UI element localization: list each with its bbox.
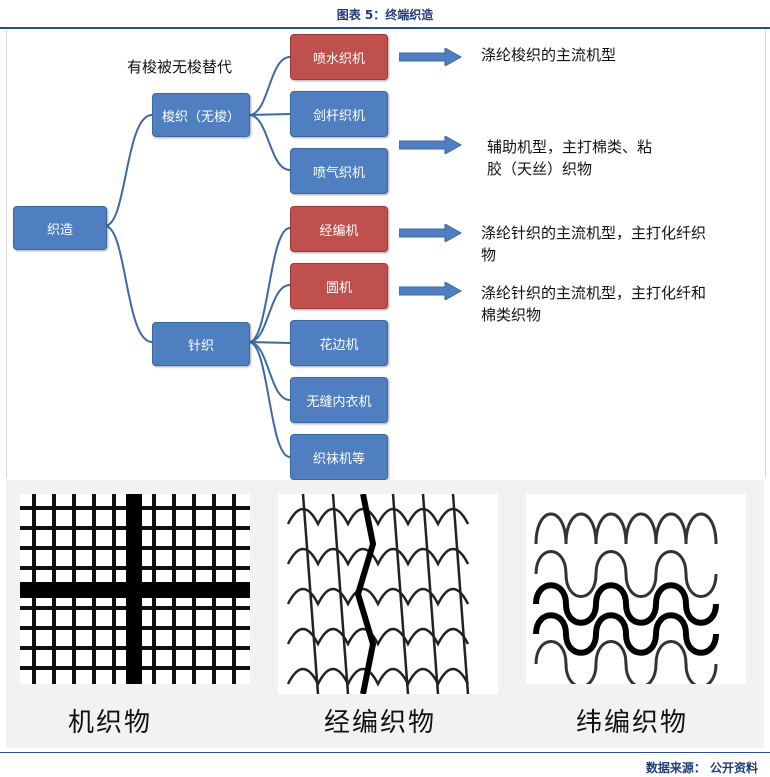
caption-weft-knit-fabric: 纬编织物: [576, 708, 689, 738]
note-circular-line1: 涤纶针织的主流机型，主打化纤和: [481, 284, 707, 302]
node-shuttle-weaving: 梭织（无梭）: [152, 93, 250, 137]
node-warp-knitting-machine: 经编机: [290, 206, 388, 252]
node-airjet-loom: 喷气织机: [290, 148, 388, 194]
weft-knit-illustration: [526, 494, 746, 684]
link-knit-circular: [248, 284, 291, 343]
link-knit-seamless: [248, 341, 291, 401]
link-knit-lace: [248, 341, 291, 344]
caption-warp-knit-fabric: 经编织物: [324, 708, 437, 738]
bottom-divider: [0, 752, 770, 753]
link-knit-sock: [248, 341, 291, 458]
tree-connectors: [104, 56, 291, 458]
node-lace-machine: 花边机: [290, 320, 388, 366]
arrow-right-icon: [399, 136, 463, 154]
data-source: 数据来源： 公开资料: [645, 761, 758, 775]
note-warp: 涤纶针织的主流机型，主打化纤织 物: [481, 222, 706, 266]
node-circular-knitting-machine: 圆机: [290, 263, 388, 309]
node-waterjet-loom: 喷水织机: [290, 34, 388, 80]
link-shuttle-rapier: [248, 113, 291, 116]
note-airjet-line2: 胶（天丝）织物: [487, 160, 593, 178]
link-shuttle-airjet: [248, 114, 291, 171]
note-waterjet: 涤纶梭织的主流机型: [481, 46, 617, 64]
note-warp-line2: 物: [481, 246, 497, 264]
arrow-right-icon: [399, 282, 463, 300]
top-divider: [0, 27, 770, 29]
arrow-right-icon: [399, 48, 463, 66]
note-warp-line1: 涤纶针织的主流机型，主打化纤织: [481, 224, 707, 242]
note-shuttle-replaced: 有梭被无梭替代: [127, 58, 233, 76]
weaving-tree-diagram: 织造 梭织（无梭） 针织 有梭被无梭替代 喷水织机 剑杆织机 喷气织机 经编机 …: [6, 30, 766, 480]
caption-woven-fabric: 机织物: [68, 708, 153, 738]
note-circular: 涤纶针织的主流机型，主打化纤和 棉类织物: [481, 282, 706, 326]
note-circular-line2: 棉类织物: [481, 306, 542, 324]
woven-fabric-illustration: [20, 494, 250, 684]
node-weaving: 织造: [13, 206, 107, 250]
node-knitting: 针织: [152, 322, 250, 366]
node-rapier-loom: 剑杆织机: [290, 91, 388, 137]
note-airjet-line1: 辅助机型，主打棉类、粘: [487, 138, 653, 156]
link-root-knit: [104, 225, 153, 343]
note-airjet: 辅助机型，主打棉类、粘 胶（天丝）织物: [487, 136, 652, 180]
figure-title: 图表 5：终端织造: [336, 8, 434, 22]
link-root-shuttle: [104, 114, 153, 227]
link-knit-warp: [248, 227, 291, 343]
warp-knit-illustration: [278, 494, 498, 694]
arrow-right-icon: [399, 224, 463, 242]
node-seamless-underwear-machine: 无缝内衣机: [290, 377, 388, 423]
link-shuttle-waterjet: [248, 56, 291, 116]
node-sock-machine: 织袜机等: [290, 434, 388, 480]
fabric-illustrations: 机织物 经编织物 纬编织物: [6, 480, 764, 748]
